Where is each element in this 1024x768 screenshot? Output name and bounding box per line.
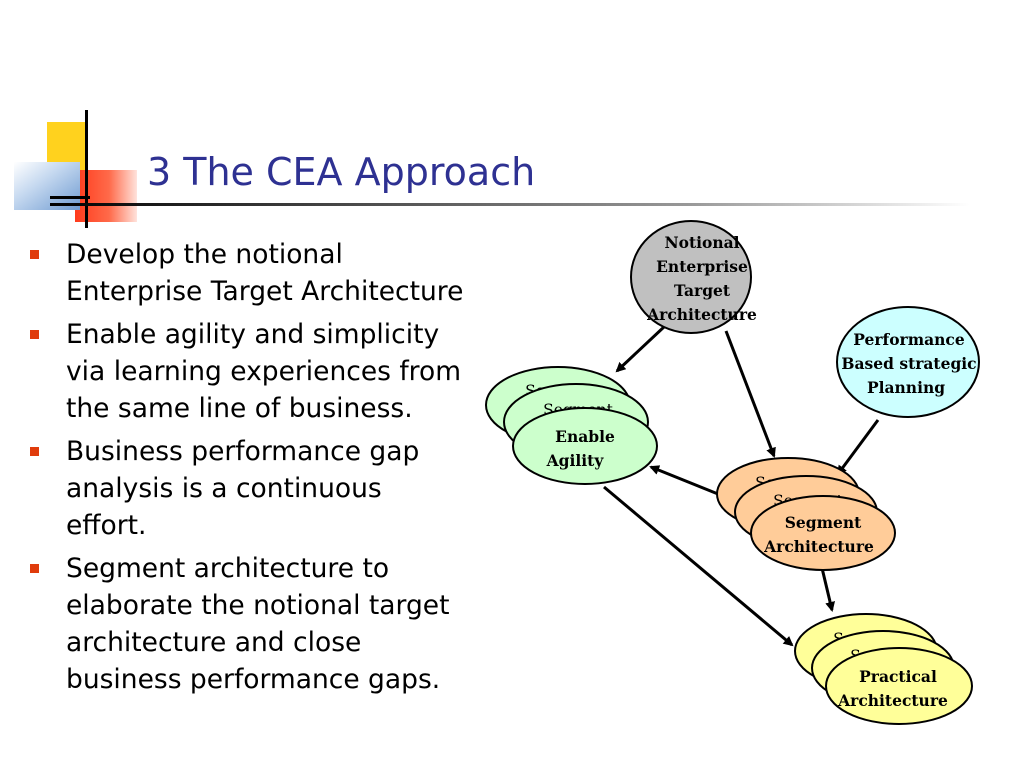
bullet-line: the same line of business. xyxy=(66,393,413,424)
notional-node-line: Target xyxy=(674,281,731,300)
bullet-line: Segment architecture to xyxy=(66,553,390,584)
practical-node-line: Practical xyxy=(859,667,937,686)
arrow-performance-to-segment xyxy=(836,419,880,476)
bullet-list: Develop the notional Enterprise Target A… xyxy=(30,236,530,704)
bullet-line: Business performance gap xyxy=(66,436,420,467)
segment-node-line: Segment xyxy=(785,513,862,532)
bullet-line: business performance gaps. xyxy=(66,664,441,695)
performance-node-line: Planning xyxy=(867,378,945,397)
performance-node-line: Performance xyxy=(853,330,965,349)
arrow-notional-to-segment xyxy=(724,330,776,458)
bullet-square-icon xyxy=(30,330,39,339)
title-underline xyxy=(50,203,970,206)
arrow-segment-to-practical xyxy=(820,567,836,612)
bullet-item-4: Segment architecture to elaborate the no… xyxy=(30,550,530,698)
arrow-segment-to-enable xyxy=(649,465,719,496)
notional-node xyxy=(630,220,752,334)
deco-blue-square xyxy=(14,162,80,210)
bullet-line: Enterprise Target Architecture xyxy=(66,276,464,307)
notional-node-line: Architecture xyxy=(646,305,757,324)
enable-node xyxy=(512,407,658,485)
arrow-enable-to-practical xyxy=(603,485,794,647)
bullet-item-2: Enable agility and simplicity via learni… xyxy=(30,316,530,427)
bullet-square-icon xyxy=(30,564,39,573)
bullet-item-1: Develop the notional Enterprise Target A… xyxy=(30,236,530,310)
bullet-line: elaborate the notional target xyxy=(66,590,450,621)
notional-node-line: Enterprise xyxy=(656,257,748,276)
bullet-line: effort. xyxy=(66,510,147,541)
bullet-line: Enable agility and simplicity xyxy=(66,319,440,350)
arrow-notional-to-enable xyxy=(615,324,667,373)
practical-node xyxy=(825,647,973,725)
bullet-line: analysis is a continuous xyxy=(66,473,382,504)
slide-title: 3 The CEA Approach xyxy=(147,150,536,194)
practical-node-line: Architecture xyxy=(837,691,948,710)
bullet-item-3: Business performance gap analysis is a c… xyxy=(30,433,530,544)
bullet-line: via learning experiences from xyxy=(66,356,462,387)
bullet-square-icon xyxy=(30,447,39,456)
segment-node xyxy=(750,495,896,571)
bullet-line: architecture and close xyxy=(66,627,362,658)
segment-node-line: Architecture xyxy=(763,537,874,556)
bullet-square-icon xyxy=(30,250,39,259)
deco-short-rule xyxy=(50,196,90,199)
notional-node-line: Notional xyxy=(664,233,739,252)
bullet-line: Develop the notional xyxy=(66,239,343,270)
enable-node-line: Agility xyxy=(546,451,605,470)
performance-node xyxy=(836,306,980,418)
deco-vertical-rule xyxy=(85,110,88,228)
performance-node-line: Based strategic xyxy=(841,354,976,373)
enable-node-line: Enable xyxy=(555,427,615,446)
